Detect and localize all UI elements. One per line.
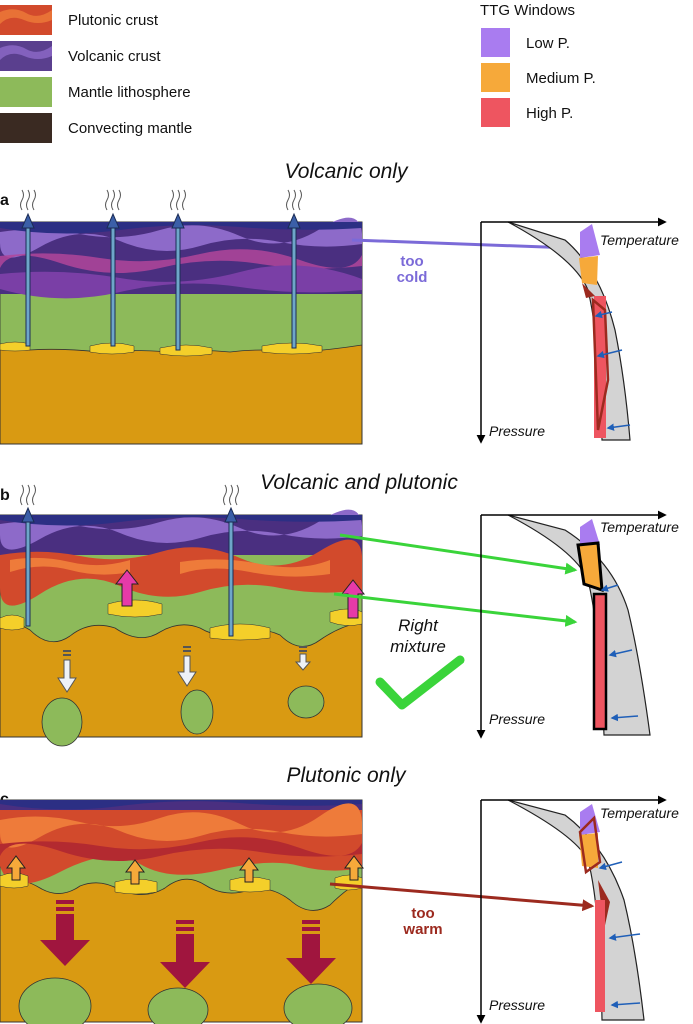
ttg-swatch-high — [481, 98, 510, 127]
panel-b-annotation-line2: mixture — [390, 637, 446, 656]
panel-a-cross-section — [0, 189, 363, 445]
legend-label-lithosphere: Mantle lithosphere — [68, 84, 191, 101]
panel-b-x-label: Temperature — [600, 519, 679, 535]
ttg-label-high: High P. — [526, 105, 573, 122]
ttg-label-medium: Medium P. — [526, 70, 596, 87]
panel-c-pt-diagram: Temperature Pressure — [476, 795, 679, 1024]
panel-b-cross-section — [0, 484, 366, 747]
legend: Plutonic crust Volcanic crust Mantle lit… — [0, 5, 192, 143]
panel-a-annotation-line1: too — [400, 253, 423, 270]
panel-b-pt-diagram: Temperature Pressure — [476, 510, 679, 739]
panel-c: c Plutonic only — [0, 764, 679, 1024]
panel-a-title: Volcanic only — [285, 160, 409, 183]
legend-label-convecting: Convecting mantle — [68, 120, 192, 137]
panel-a-x-label: Temperature — [600, 232, 679, 248]
legend-label-plutonic: Plutonic crust — [68, 12, 159, 29]
panel-a-pointer-arrow — [351, 238, 575, 254]
heat-wisp-icon — [20, 484, 239, 506]
panel-c-cross-section — [0, 799, 364, 1024]
panel-a-letter: a — [0, 192, 9, 209]
ttg-label-low: Low P. — [526, 35, 570, 52]
panel-a-y-label: Pressure — [489, 423, 545, 439]
panel-b-letter: b — [0, 487, 10, 504]
panel-a-pt-diagram: Temperature Pressure — [476, 217, 679, 444]
ttg-swatch-low — [481, 28, 510, 57]
panel-b-pointer-arrow-plutonic — [333, 592, 578, 627]
panel-a-annotation-line2: cold — [397, 269, 428, 286]
panel-c-annotation-line1: too — [411, 905, 434, 922]
legend-swatch-volcanic-texture — [0, 45, 52, 60]
legend-label-volcanic: Volcanic crust — [68, 48, 161, 65]
legend-swatch-convecting — [0, 113, 52, 143]
panel-b-y-label: Pressure — [489, 711, 545, 727]
check-mark-icon — [375, 655, 465, 710]
ttg-legend: TTG Windows Low P. Medium P. High P. — [480, 2, 596, 127]
panel-b-pointer-arrow-volcanic — [339, 533, 578, 575]
legend-swatch-plutonic-texture — [0, 9, 52, 24]
panel-b-title: Volcanic and plutonic — [260, 471, 458, 494]
ttg-swatch-medium — [481, 63, 510, 92]
heat-wisp-icon — [20, 189, 302, 211]
panel-a: a Volcanic only — [0, 160, 679, 445]
legend-swatch-lithosphere — [0, 77, 52, 107]
panel-c-annotation-line2: warm — [402, 921, 442, 938]
panel-c-x-label: Temperature — [600, 805, 679, 821]
panel-c-y-label: Pressure — [489, 997, 545, 1013]
panel-c-pointer-arrow — [329, 882, 595, 912]
panel-b-annotation-line1: Right — [398, 616, 439, 635]
panel-c-title: Plutonic only — [286, 764, 407, 787]
panel-b: b Volcanic and plutonic — [0, 471, 679, 747]
ttg-legend-title: TTG Windows — [480, 2, 575, 19]
